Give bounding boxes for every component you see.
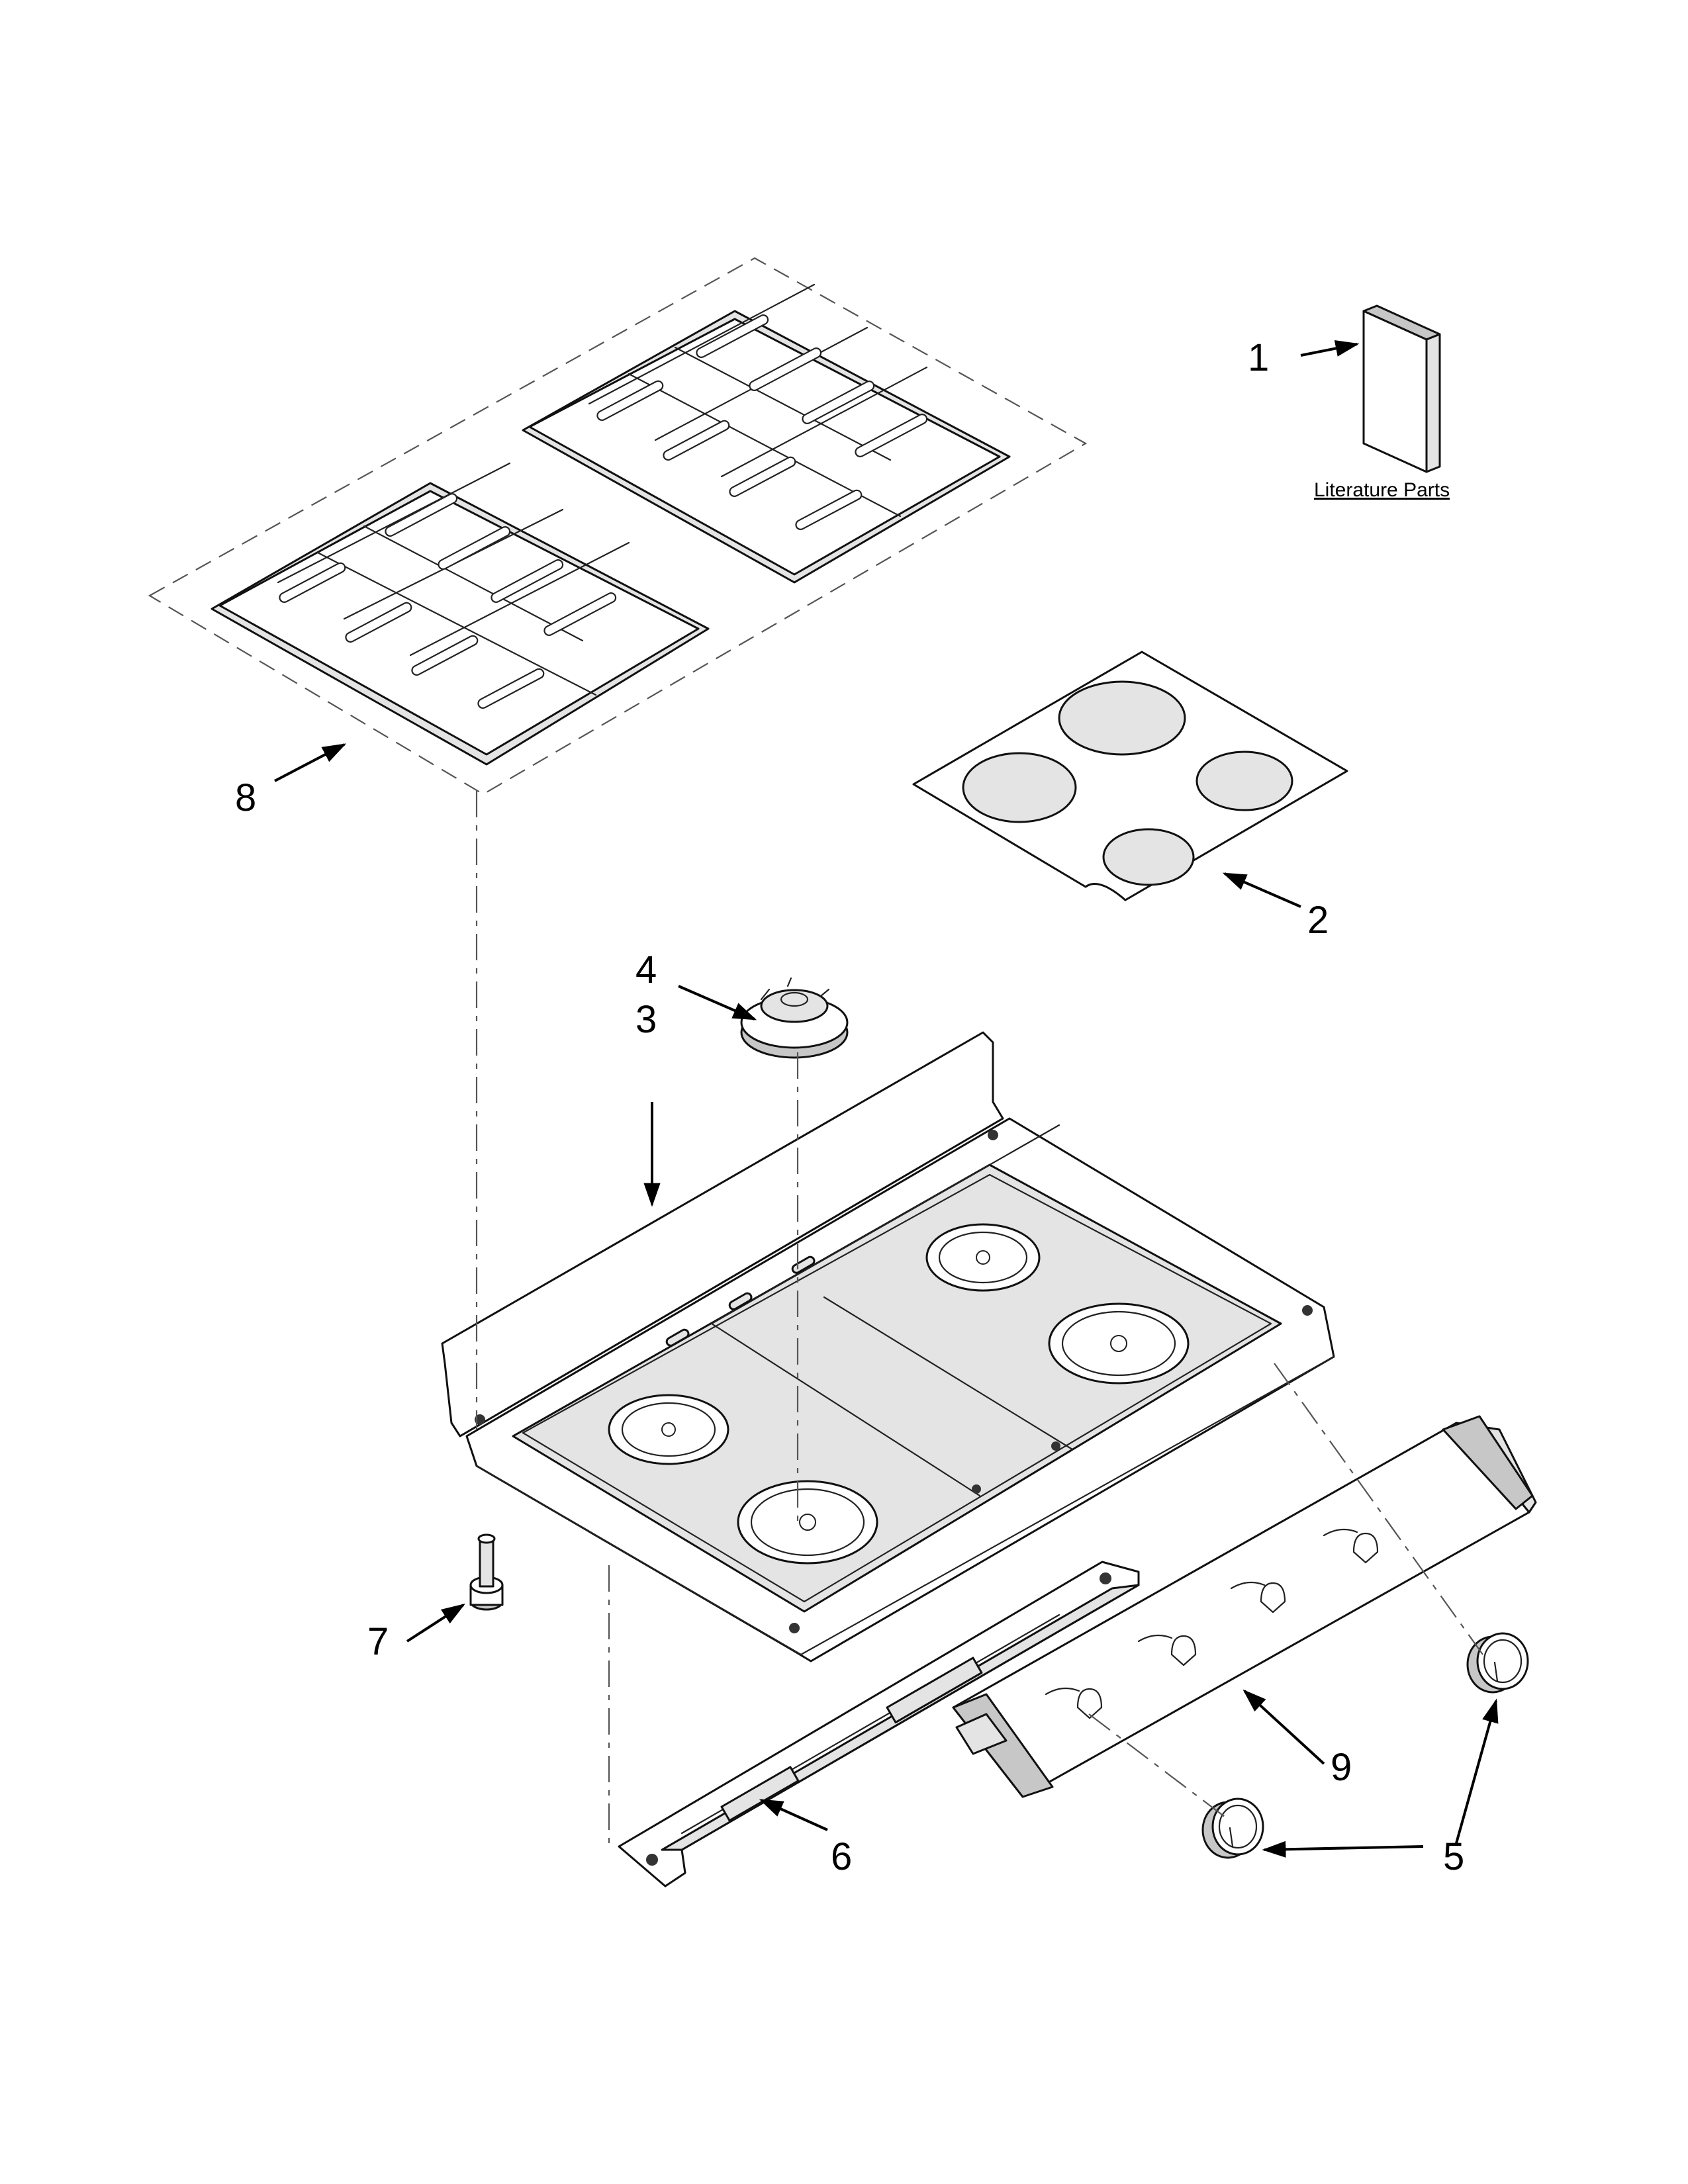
control-panel xyxy=(952,1415,1537,1798)
burner-head xyxy=(740,977,849,1059)
cooktop-glass xyxy=(912,651,1348,901)
callout-2: 2 xyxy=(1307,899,1329,942)
grate-outline-dashed xyxy=(148,257,1088,796)
callout-5: 5 xyxy=(1443,1835,1464,1878)
callout-7: 7 xyxy=(367,1620,389,1663)
grate-left xyxy=(211,462,710,766)
callout-9: 9 xyxy=(1331,1746,1352,1789)
literature-booklet xyxy=(1362,304,1441,473)
leader-arrows xyxy=(274,340,1499,1858)
callout-8: 8 xyxy=(235,776,256,819)
maintop xyxy=(441,1031,1335,1662)
callout-6: 6 xyxy=(831,1835,852,1878)
callout-1: 1 xyxy=(1248,336,1269,379)
knob-front xyxy=(1201,1797,1264,1859)
assembly-centerlines xyxy=(475,791,1483,1846)
callout-3: 3 xyxy=(635,998,657,1041)
callout-4: 4 xyxy=(635,948,657,991)
literature-parts-label: Literature Parts xyxy=(1314,479,1450,501)
valve-stem xyxy=(469,1533,504,1611)
knob-right xyxy=(1466,1632,1529,1694)
grate-right xyxy=(522,283,1011,584)
manifold-panel xyxy=(618,1561,1140,1888)
